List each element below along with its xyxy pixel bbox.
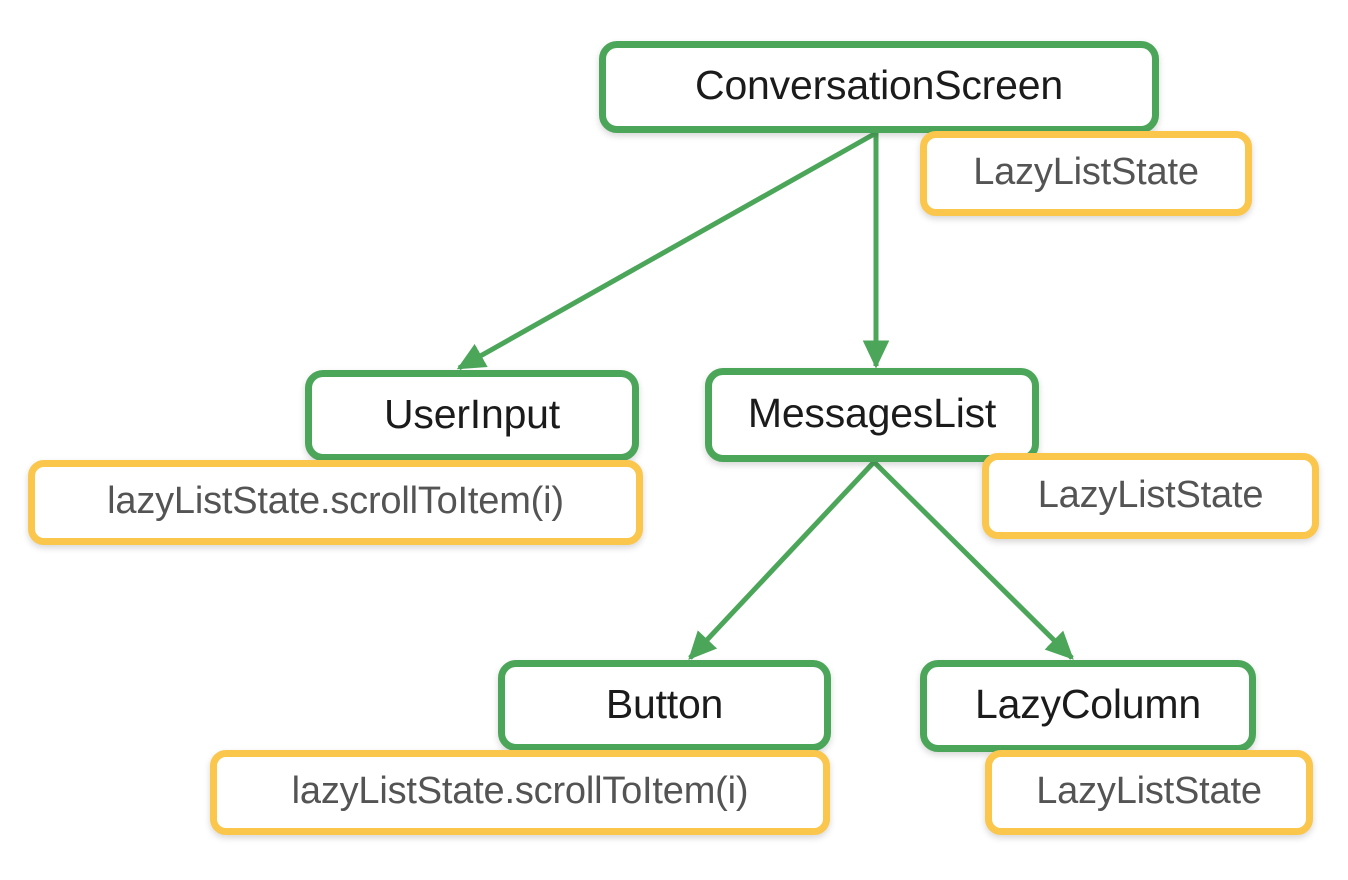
node-label: LazyColumn (975, 681, 1201, 727)
edge-messages-to-button (688, 460, 876, 660)
state-badge-label: lazyListState.scrollToItem(i) (291, 770, 749, 812)
node-button[interactable]: Button (498, 660, 831, 751)
node-label: Button (605, 680, 724, 727)
state-badge-label: LazyListState (1036, 770, 1262, 812)
state-badge-label: LazyListState (973, 151, 1199, 193)
state-badge-label: lazyListState.scrollToItem(i) (107, 480, 564, 522)
state-badge-messages-list[interactable]: LazyListState (982, 453, 1319, 539)
node-label: ConversationScreen (695, 62, 1063, 108)
node-user-input[interactable]: UserInput (305, 370, 639, 461)
state-badge-conversation-screen[interactable]: LazyListState (920, 131, 1252, 216)
node-messages-list[interactable]: MessagesList (705, 368, 1039, 462)
edge-conversation-to-user-input (456, 130, 878, 371)
node-label: UserInput (384, 390, 560, 437)
state-badge-lazy-column[interactable]: LazyListState (985, 750, 1313, 835)
state-badge-user-input[interactable]: lazyListState.scrollToItem(i) (28, 460, 643, 545)
state-badge-button[interactable]: lazyListState.scrollToItem(i) (210, 750, 830, 835)
node-conversation-screen[interactable]: ConversationScreen (599, 41, 1159, 133)
state-badge-label: LazyListState (1037, 473, 1264, 516)
node-lazy-column[interactable]: LazyColumn (920, 660, 1256, 752)
node-label: MessagesList (747, 390, 997, 436)
